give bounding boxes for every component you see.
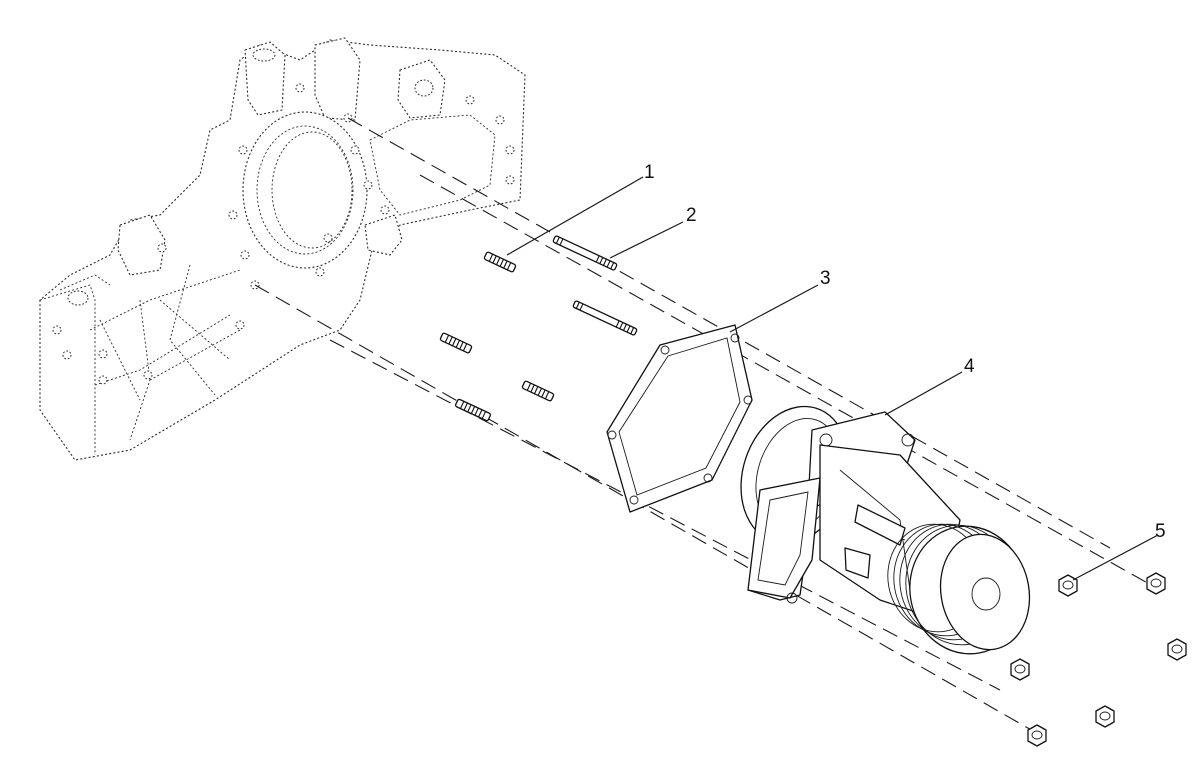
- callout-labels: 1 2 3 4 5: [644, 162, 1166, 542]
- leader-lines: [506, 176, 1159, 581]
- callout-1: 1: [644, 162, 655, 183]
- callout-5: 5: [1155, 521, 1166, 542]
- long-stud: [572, 300, 638, 336]
- nuts: [1010, 572, 1187, 747]
- callout-4: 4: [964, 356, 975, 377]
- studs: [439, 235, 638, 422]
- short-stud: [455, 398, 491, 422]
- short-stud: [521, 380, 555, 402]
- long-stud: [552, 235, 618, 271]
- gasket: [606, 324, 753, 513]
- nut: [1167, 638, 1187, 661]
- water-pump: [740, 405, 1031, 655]
- nut: [1010, 658, 1030, 681]
- nut: [1146, 572, 1166, 595]
- callout-2: 2: [686, 205, 697, 226]
- short-stud: [483, 251, 517, 273]
- engine-housing: [39, 37, 526, 461]
- nut: [1095, 705, 1115, 728]
- nut: [1027, 724, 1047, 747]
- nut: [1058, 574, 1078, 597]
- callout-3: 3: [820, 268, 831, 289]
- short-stud: [439, 332, 473, 354]
